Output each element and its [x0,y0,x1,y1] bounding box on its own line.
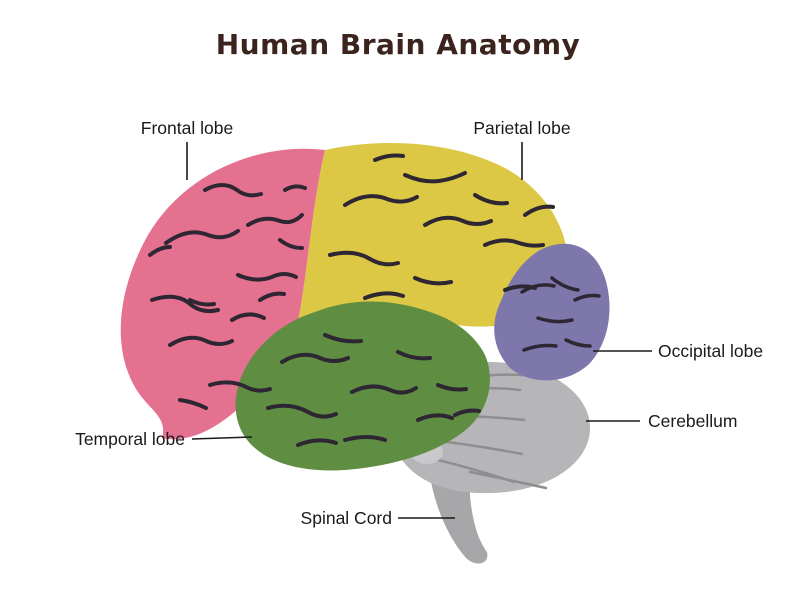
diagram-title: Human Brain Anatomy [216,28,581,61]
label-spinal-cord: Spinal Cord [301,508,392,528]
label-occipital-lobe: Occipital lobe [658,341,763,361]
leader-line-temporal [191,436,253,440]
occipital-lobe-sulci [520,276,601,352]
frontal-lobe-sulci [148,183,307,410]
label-frontal-lobe: Frontal lobe [141,118,233,138]
label-parietal-lobe: Parietal lobe [473,118,570,138]
label-temporal-lobe: Temporal lobe [75,429,185,449]
parietal-lobe-sulci [328,153,555,300]
label-cerebellum: Cerebellum [648,411,737,431]
parietal-lobe-shape [298,143,569,327]
leader-lines [186,142,652,519]
temporal-lobe-sulci [266,333,481,447]
